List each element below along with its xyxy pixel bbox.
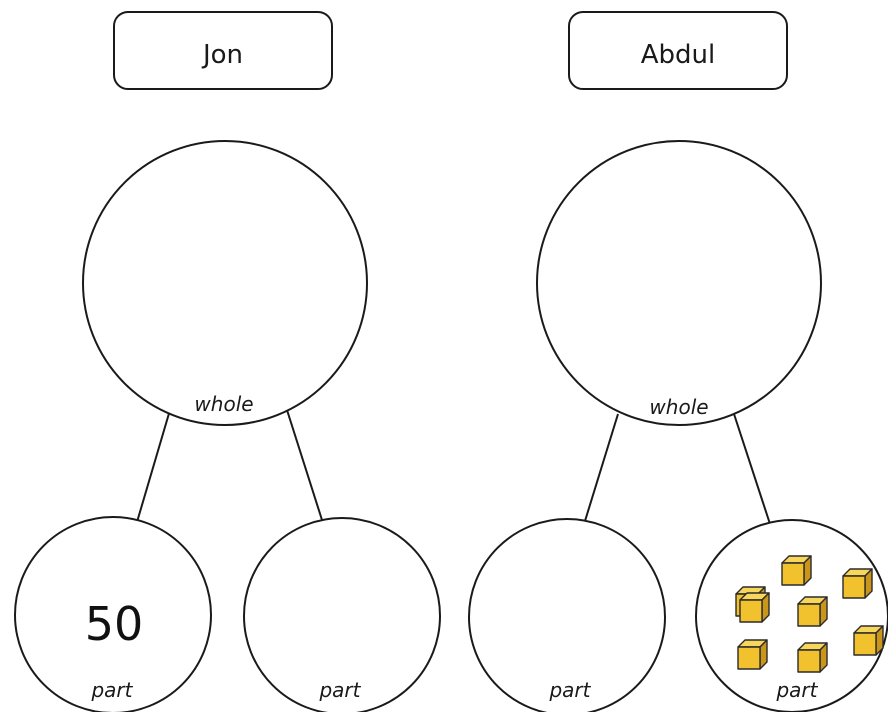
whole-label-abdul: whole: [649, 395, 708, 419]
name-label-jon: Jon: [201, 40, 243, 70]
connector-line: [733, 413, 771, 525]
unit-cube-icon: [739, 592, 770, 623]
model-abdul: Abdul whole part part: [468, 11, 888, 712]
whole-circle-jon: [82, 140, 368, 426]
part-label-jon-right: part: [318, 678, 361, 702]
whole-label-jon: whole: [194, 392, 253, 416]
cube-group: [735, 555, 884, 673]
connector-line: [584, 413, 619, 522]
part-value-jon-left: 50: [85, 597, 144, 651]
name-box-abdul: [568, 11, 788, 90]
unit-cube-icon: [737, 639, 768, 670]
model-jon: Jon whole 50 part part: [14, 11, 441, 712]
part-label-jon-left: part: [90, 678, 133, 702]
unit-cube-icon: [842, 568, 873, 599]
unit-cube-icon: [797, 596, 828, 627]
part-circle-abdul-left: [468, 518, 666, 712]
whole-circle-abdul: [536, 140, 822, 426]
part-label-abdul-right: part: [775, 678, 818, 702]
connector-line: [136, 409, 171, 523]
unit-cube-icon: [797, 642, 828, 673]
name-box-jon: [113, 11, 333, 90]
unit-cube-icon: [853, 625, 884, 656]
part-label-abdul-left: part: [548, 678, 591, 702]
connector-line: [286, 409, 323, 521]
unit-cube-icon: [781, 555, 812, 586]
name-label-abdul: Abdul: [641, 40, 716, 70]
part-circle-jon-left: [14, 516, 212, 712]
part-circle-jon-right: [243, 517, 441, 712]
